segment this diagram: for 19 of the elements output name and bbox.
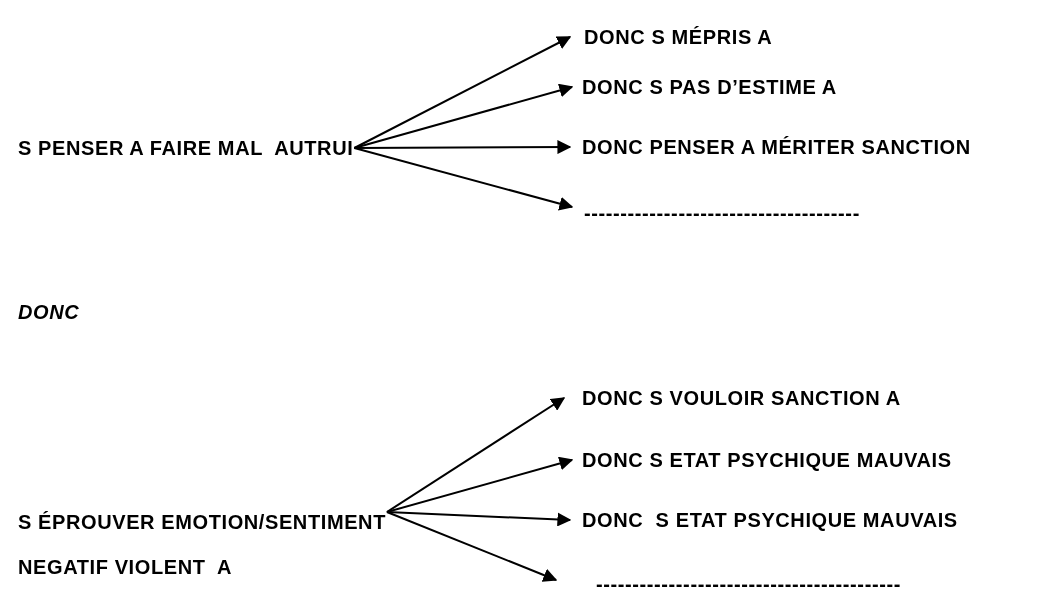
arrow [385, 511, 572, 527]
consequence-text: DONC S ETAT PSYCHIQUE MAUVAIS [582, 508, 958, 532]
arrow [353, 83, 574, 149]
arrow [385, 397, 566, 513]
arrow [353, 140, 572, 155]
consequence-text: -------------------------------------- [584, 201, 860, 225]
arrow [353, 36, 572, 149]
arrow [385, 511, 558, 582]
consequence-text: DONC S ETAT PSYCHIQUE MAUVAIS [582, 448, 952, 472]
consequence-text: DONC S VOULOIR SANCTION A [582, 386, 901, 410]
statement-text: S PENSER A FAIRE MAL AUTRUI [18, 136, 354, 160]
consequence-text: DONC PENSER A MÉRITER SANCTION [582, 135, 971, 159]
consequence-text: DONC S PAS D’ESTIME A [582, 75, 837, 99]
consequence-text: DONC S MÉPRIS A [584, 25, 773, 49]
statement-text: S ÉPROUVER EMOTION/SENTIMENT [18, 510, 386, 534]
connector-word: DONC [18, 300, 80, 324]
consequence-text: ------------------------------------------ [596, 572, 901, 596]
statement-text: NEGATIF VIOLENT A [18, 555, 234, 579]
arrow [353, 147, 574, 211]
